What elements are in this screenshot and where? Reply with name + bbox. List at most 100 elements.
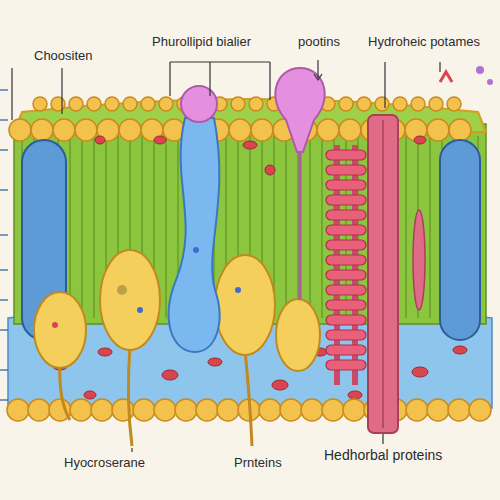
globular-protein — [215, 255, 275, 355]
part-label: Hydroheic potames — [366, 34, 482, 50]
helix-turn — [326, 240, 366, 250]
red-particle — [208, 358, 222, 366]
protein-stalk — [299, 152, 302, 300]
globular-protein — [276, 299, 320, 371]
red-particle — [414, 136, 426, 144]
edge-ticks — [0, 90, 8, 400]
protein-tail — [60, 360, 70, 420]
phospholipid-head — [469, 399, 491, 421]
phospholipid-head — [231, 97, 245, 111]
protein-tail — [245, 350, 252, 446]
glycoprotein-head — [275, 68, 324, 152]
phospholipid-heads — [9, 119, 471, 141]
leader-line — [61, 68, 62, 114]
phospholipid-head — [31, 119, 53, 141]
helix-turn — [326, 225, 366, 235]
phospholipid-head — [69, 97, 83, 111]
protein-dot — [193, 247, 199, 253]
phospholipid-head — [393, 97, 407, 111]
red-particle — [98, 348, 112, 356]
phospholipid-head — [339, 119, 361, 141]
red-particle — [272, 380, 288, 390]
lipid-tail — [69, 136, 71, 318]
helix-turn — [326, 165, 366, 175]
phospholipid-head — [447, 97, 461, 111]
phospholipid-head — [449, 119, 471, 141]
phospholipid-head — [119, 119, 141, 141]
helix-turn — [326, 255, 366, 265]
part-label: Hyocroserane — [62, 455, 147, 471]
red-particles — [52, 136, 467, 399]
helix-turn — [326, 360, 366, 370]
red-particle — [453, 346, 467, 354]
lipid-tail — [285, 136, 287, 318]
lipid-tail — [81, 136, 83, 318]
helix-turn — [326, 180, 366, 190]
phospholipid-head — [322, 399, 344, 421]
helix-turn — [326, 315, 366, 325]
phospholipid-head — [133, 399, 155, 421]
helix-turn — [326, 285, 366, 295]
phospholipid-head — [343, 399, 365, 421]
edge-tick — [0, 119, 8, 120]
lipid-tail — [429, 136, 431, 318]
phospholipid-head — [406, 399, 428, 421]
phospholipid-head — [229, 119, 251, 141]
phospholipid-head — [259, 399, 281, 421]
phospholipid-head — [51, 97, 65, 111]
phospholipid-head — [159, 97, 173, 111]
arrowhead — [314, 74, 322, 80]
channel-pore — [382, 120, 384, 428]
protein-dot — [235, 287, 241, 293]
protein-dot — [52, 322, 58, 328]
edge-tick — [0, 369, 8, 370]
bracket-line — [11, 68, 12, 120]
phospholipid-head — [53, 119, 75, 141]
protein-dot — [117, 285, 127, 295]
phospholipid-head — [448, 399, 470, 421]
phospholipid-head — [427, 119, 449, 141]
red-particle — [348, 391, 362, 399]
phospholipid-head — [105, 97, 119, 111]
phospholipid-head — [249, 97, 263, 111]
lipid-tail — [165, 136, 167, 318]
red-particle — [95, 136, 105, 144]
leader-line — [131, 448, 132, 452]
helix-turn — [326, 345, 366, 355]
phospholipid-head — [141, 97, 155, 111]
phospholipid-head — [375, 97, 389, 111]
leader-line — [385, 62, 440, 108]
phospholipid-head — [357, 97, 371, 111]
phospholipid-head — [196, 399, 218, 421]
edge-tick — [0, 329, 8, 330]
helix-turn — [326, 270, 366, 280]
red-particle — [84, 391, 96, 399]
phospholipid-head — [87, 97, 101, 111]
channel-protein — [440, 140, 480, 340]
phospholipid-head — [9, 119, 31, 141]
lipid-tail — [405, 136, 407, 318]
part-label: pootins — [296, 34, 342, 50]
lipid-tail — [93, 136, 95, 318]
red-particle — [162, 370, 178, 380]
red-particle — [265, 165, 275, 175]
phospholipid-head — [317, 119, 339, 141]
part-label: Prnteins — [232, 455, 284, 471]
phospholipid-head — [91, 399, 113, 421]
surface-marker — [440, 72, 452, 82]
phospholipid-head — [411, 97, 425, 111]
surface-marker — [487, 79, 493, 85]
helix-turn — [326, 150, 366, 160]
edge-tick — [0, 269, 8, 270]
leader-line — [382, 434, 383, 444]
glycoprotein-head — [181, 86, 217, 122]
edge-tick — [0, 149, 8, 150]
phospholipid-head — [301, 399, 323, 421]
protein-dot — [137, 307, 143, 313]
phospholipid-head — [251, 119, 273, 141]
part-label: Choositen — [32, 48, 95, 64]
helix-turn — [326, 210, 366, 220]
helix-turn — [326, 300, 366, 310]
phospholipid-head — [7, 399, 29, 421]
